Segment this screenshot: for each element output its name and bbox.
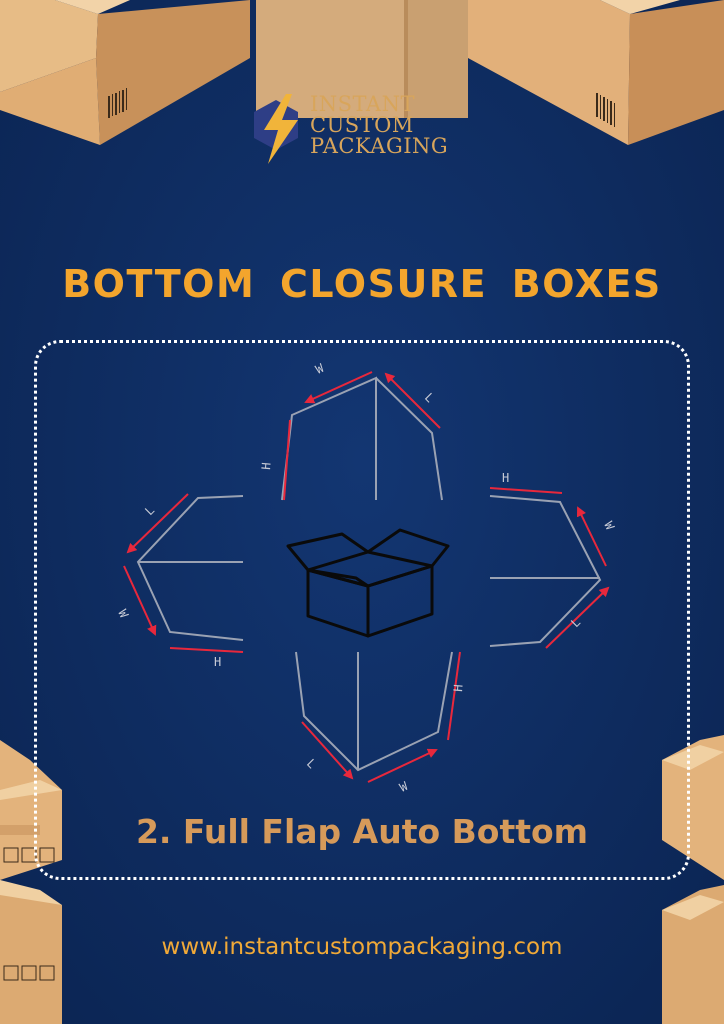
open-box-icon (286, 528, 450, 638)
dotted-frame (34, 340, 690, 880)
label-height: H (259, 462, 274, 470)
label-length: L (304, 756, 319, 771)
label-height: H (451, 684, 466, 692)
website-url: www.instantcustompackaging.com (161, 934, 563, 960)
cardboard-box-icon (256, 0, 468, 118)
label-width: W (313, 361, 326, 377)
cardboard-box-icon (662, 885, 724, 1024)
lightning-bolt-hexagon-icon (254, 94, 298, 164)
label-length: L (142, 503, 157, 518)
label-height: H (502, 471, 509, 485)
brand-logo: INSTANT CUSTOM PACKAGING (252, 94, 482, 166)
brand-line-2: CUSTOM (310, 113, 414, 137)
brand-name: INSTANT CUSTOM PACKAGING (310, 94, 448, 157)
brand-line-1: INSTANT (310, 92, 415, 116)
label-height: H (214, 655, 221, 669)
brand-line-3: PACKAGING (310, 134, 449, 158)
cardboard-box-icon (0, 0, 250, 145)
dimension-arrows (123, 371, 610, 783)
subtitle: 2. Full Flap Auto Bottom (135, 812, 589, 851)
cardboard-box-icon (468, 0, 724, 145)
label-width: W (115, 607, 131, 620)
label-length: L (422, 390, 437, 405)
cardboard-box-icon (0, 880, 62, 1024)
label-length: L (568, 615, 583, 630)
label-width: W (601, 519, 617, 532)
dieline-outlines (136, 376, 602, 772)
cardboard-box-icon (662, 735, 724, 880)
page-title: BOTTOM CLOSURE BOXES (62, 262, 662, 306)
label-width: W (397, 779, 410, 795)
